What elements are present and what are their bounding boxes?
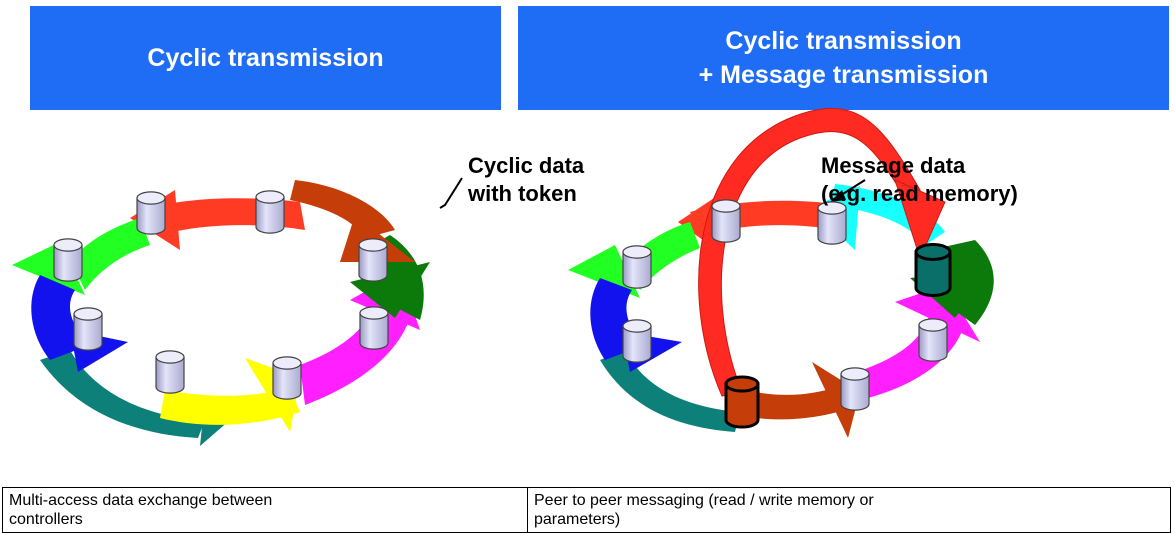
ring-segment-lightgreen bbox=[70, 218, 150, 290]
annotation-cyclic-data: Cyclic data with token bbox=[468, 152, 584, 208]
ring-segment-magenta bbox=[300, 305, 410, 405]
message-arrowhead bbox=[894, 179, 946, 260]
station-node-icon bbox=[711, 199, 741, 243]
ring-arrowhead bbox=[812, 362, 860, 438]
ring-arrowhead bbox=[12, 242, 85, 295]
ring-segment-teal bbox=[600, 350, 740, 432]
station-node-icon bbox=[53, 238, 83, 282]
caption-line: controllers bbox=[9, 511, 83, 528]
ring-arrowhead bbox=[895, 285, 980, 342]
station-node-icon bbox=[136, 191, 166, 235]
title-line: Cyclic transmission bbox=[147, 44, 384, 72]
caption-table: Multi-access data exchange between contr… bbox=[2, 487, 1171, 533]
message-target-node-icon bbox=[914, 243, 952, 297]
ring-segment-brown bbox=[290, 180, 395, 238]
annotation-line: Message data bbox=[821, 153, 966, 178]
station-node-icon bbox=[817, 201, 847, 245]
station-node-icon bbox=[255, 190, 285, 234]
title-line: Cyclic transmission bbox=[725, 27, 962, 55]
station-node-icon bbox=[358, 238, 388, 282]
station-node-icon bbox=[622, 319, 652, 363]
caption-cell-right: Peer to peer messaging (read / write mem… bbox=[527, 487, 1171, 533]
title-line: + Message transmission bbox=[698, 61, 989, 89]
caption-line: Peer to peer messaging (read / write mem… bbox=[534, 492, 874, 509]
ring-arrowhead bbox=[350, 262, 430, 318]
annotation-pointer-head bbox=[830, 190, 846, 202]
ring-diagrams bbox=[12, 108, 994, 446]
caption-line: Multi-access data exchange between bbox=[9, 492, 273, 509]
ring-arrowhead bbox=[568, 245, 640, 298]
annotation-line: (e.g. read memory) bbox=[821, 181, 1018, 206]
ring-segment-brown bbox=[740, 386, 845, 420]
station-node-icon bbox=[272, 356, 302, 400]
annotation-message-data: Message data (e.g. read memory) bbox=[821, 152, 1018, 208]
station-node-icon bbox=[622, 245, 652, 289]
title-banner-cyclic: Cyclic transmission bbox=[30, 6, 501, 110]
annotation-line: with token bbox=[468, 181, 577, 206]
station-node-icon bbox=[918, 318, 948, 362]
station-node-icon bbox=[840, 367, 870, 411]
caption-line: parameters) bbox=[534, 511, 621, 528]
ring-segment-yellow bbox=[160, 388, 300, 425]
caption-cell-left: Multi-access data exchange between contr… bbox=[2, 487, 528, 533]
title-banner-cyclic-message: Cyclic transmission + Message transmissi… bbox=[518, 6, 1169, 110]
station-node-icon bbox=[155, 350, 185, 394]
station-node-icon bbox=[359, 306, 389, 350]
message-source-node-icon bbox=[724, 375, 760, 429]
station-node-icon bbox=[73, 307, 103, 351]
annotation-line: Cyclic data bbox=[468, 153, 585, 178]
annotation-pointer bbox=[439, 177, 463, 209]
